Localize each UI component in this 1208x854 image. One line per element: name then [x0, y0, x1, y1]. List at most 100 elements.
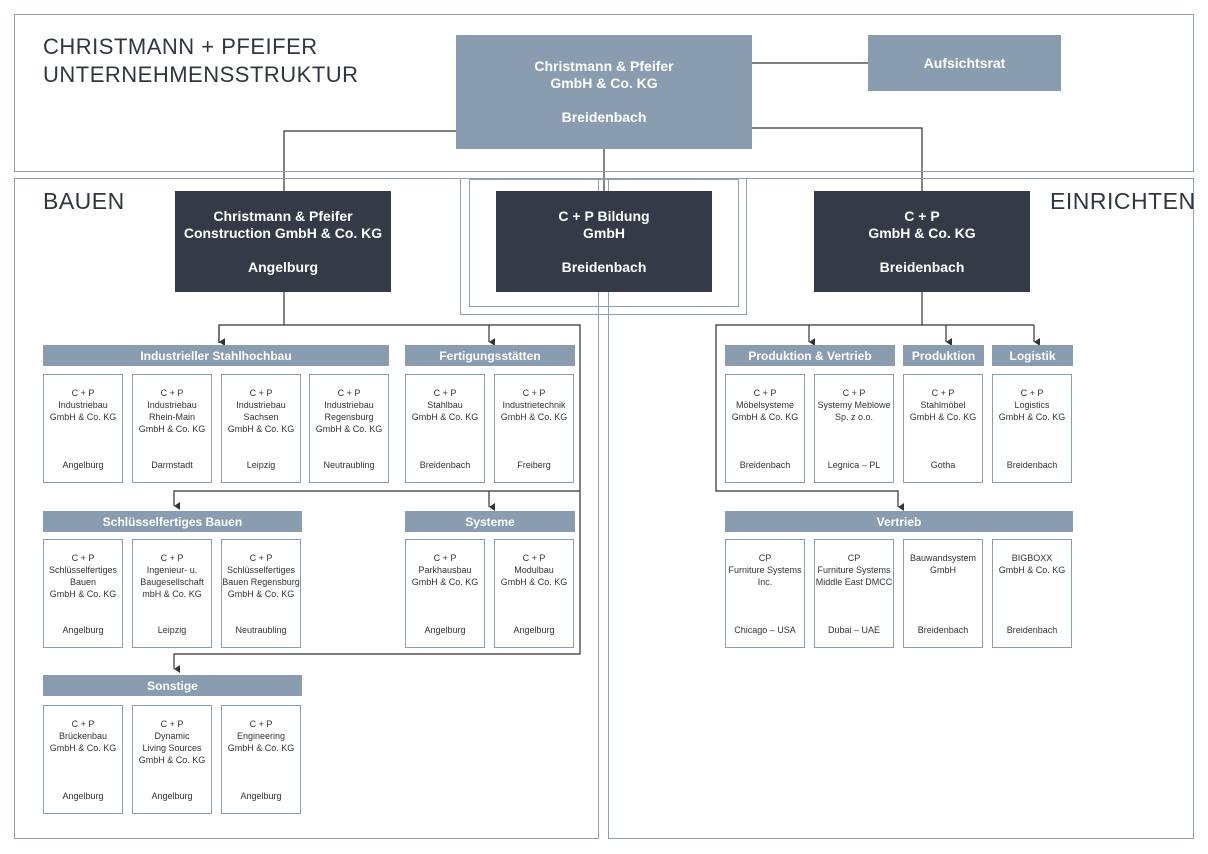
company-name-line: GmbH & Co. KG [500, 412, 568, 422]
company-name-line: GmbH & Co. KG [315, 424, 383, 434]
company-name-line: Living Sources [142, 743, 202, 753]
company-name-line: Parkhausbau [418, 565, 472, 575]
company-name-line: C + P [160, 553, 184, 563]
company-name-line: Stahlbau [427, 400, 463, 410]
company-name-line: GmbH & Co. KG [731, 412, 799, 422]
company-name-line: BIGBOXX [1011, 553, 1053, 563]
company-name-line: GmbH & Co. KG [411, 412, 479, 422]
company-name-line: Industriebau [58, 400, 108, 410]
company-name-line: Möbelsysteme [735, 400, 795, 410]
company-name-line: C + P [522, 553, 546, 563]
company-name-line: GmbH & Co. KG [49, 412, 117, 422]
company-name-line: Sp. z o.o. [834, 412, 874, 422]
holding-city: Breidenbach [561, 109, 647, 125]
company-name-line: GmbH & Co. KG [998, 412, 1066, 422]
header-frame [14, 14, 1194, 172]
company-city: Leipzig [246, 460, 276, 470]
company-name-line: Furniture Systems [728, 565, 802, 575]
company-name-line: C + P [753, 388, 777, 398]
furnishing-name-line2: GmbH & Co. KG [868, 224, 976, 241]
company-name-line: C + P [337, 388, 361, 398]
company-name-line: CP [758, 553, 772, 563]
company-name-line: C + P [249, 553, 273, 563]
company-city: Angelburg [62, 791, 104, 801]
construction-name-line2: Construction GmbH & Co. KG [183, 224, 383, 241]
company-name-line: C + P [249, 719, 273, 729]
company-name-line: Baugesellschaft [140, 577, 204, 587]
education-name-line2: GmbH [583, 224, 625, 241]
header-logistik: Logistik [992, 345, 1073, 366]
title-line-1: CHRISTMANN + PFEIFER [43, 34, 318, 59]
company-city: Neutraubling [235, 625, 287, 635]
company-name-line: C + P [71, 388, 95, 398]
company-name-line: C + P [160, 388, 184, 398]
bildung-inner-frame [469, 179, 739, 307]
company-city: Breidenbach [419, 460, 471, 470]
company-city: Angelburg [62, 625, 104, 635]
company-name-line: Systemy Meblowe [817, 400, 891, 410]
header-stahlhochbau: Industrieller Stahlhochbau [43, 345, 389, 366]
education-city: Breidenbach [561, 258, 647, 275]
holding-name-line2: GmbH & Co. KG [550, 75, 658, 91]
company-name-line: GmbH & Co. KG [49, 743, 117, 753]
company-city: Leipzig [157, 625, 187, 635]
company-name-line: Bauwandsystem [909, 553, 977, 563]
company-name-line: CP [847, 553, 861, 563]
company-name-line: C + P [433, 553, 457, 563]
construction-name-line1: Christmann & Pfeifer [213, 207, 353, 224]
company-city: Neutraubling [323, 460, 375, 470]
company-name-line: Furniture Systems [817, 565, 891, 575]
header-produktion-vertrieb: Produktion & Vertrieb [725, 345, 895, 366]
company-name-line: C + P [433, 388, 457, 398]
einrichten-frame [608, 178, 1194, 839]
company-city: Dubai – UAE [827, 625, 881, 635]
company-city: Chicago – USA [734, 625, 796, 635]
holding-box: Christmann & Pfeifer GmbH & Co. KG Breid… [456, 35, 752, 149]
company-name-line: Brückenbau [58, 731, 108, 741]
company-name-line: Logistics [1014, 400, 1050, 410]
company-name-line: C + P [71, 553, 95, 563]
company-name-line: Ingenieur- u. [146, 565, 198, 575]
construction-city: Angelburg [248, 258, 318, 275]
furnishing-name-line1: C + P [904, 207, 940, 224]
company-city: Angelburg [424, 625, 466, 635]
construction-box: Christmann & Pfeifer Construction GmbH &… [175, 191, 391, 292]
company-name-line: Industriebau [147, 400, 197, 410]
company-city: Breidenbach [739, 460, 791, 470]
header-fertigungsstaetten: Fertigungsstätten [405, 345, 575, 366]
supervisory-board-label: Aufsichtsrat [923, 54, 1006, 71]
bildung-outer-frame [460, 178, 747, 315]
company-city: Legnica – PL [827, 460, 881, 470]
company-name-line: Middle East DMCC [815, 577, 893, 587]
company-city: Breidenbach [1006, 625, 1058, 635]
company-name-line: GmbH & Co. KG [138, 424, 206, 434]
company-name-line: GmbH & Co. KG [49, 589, 117, 599]
